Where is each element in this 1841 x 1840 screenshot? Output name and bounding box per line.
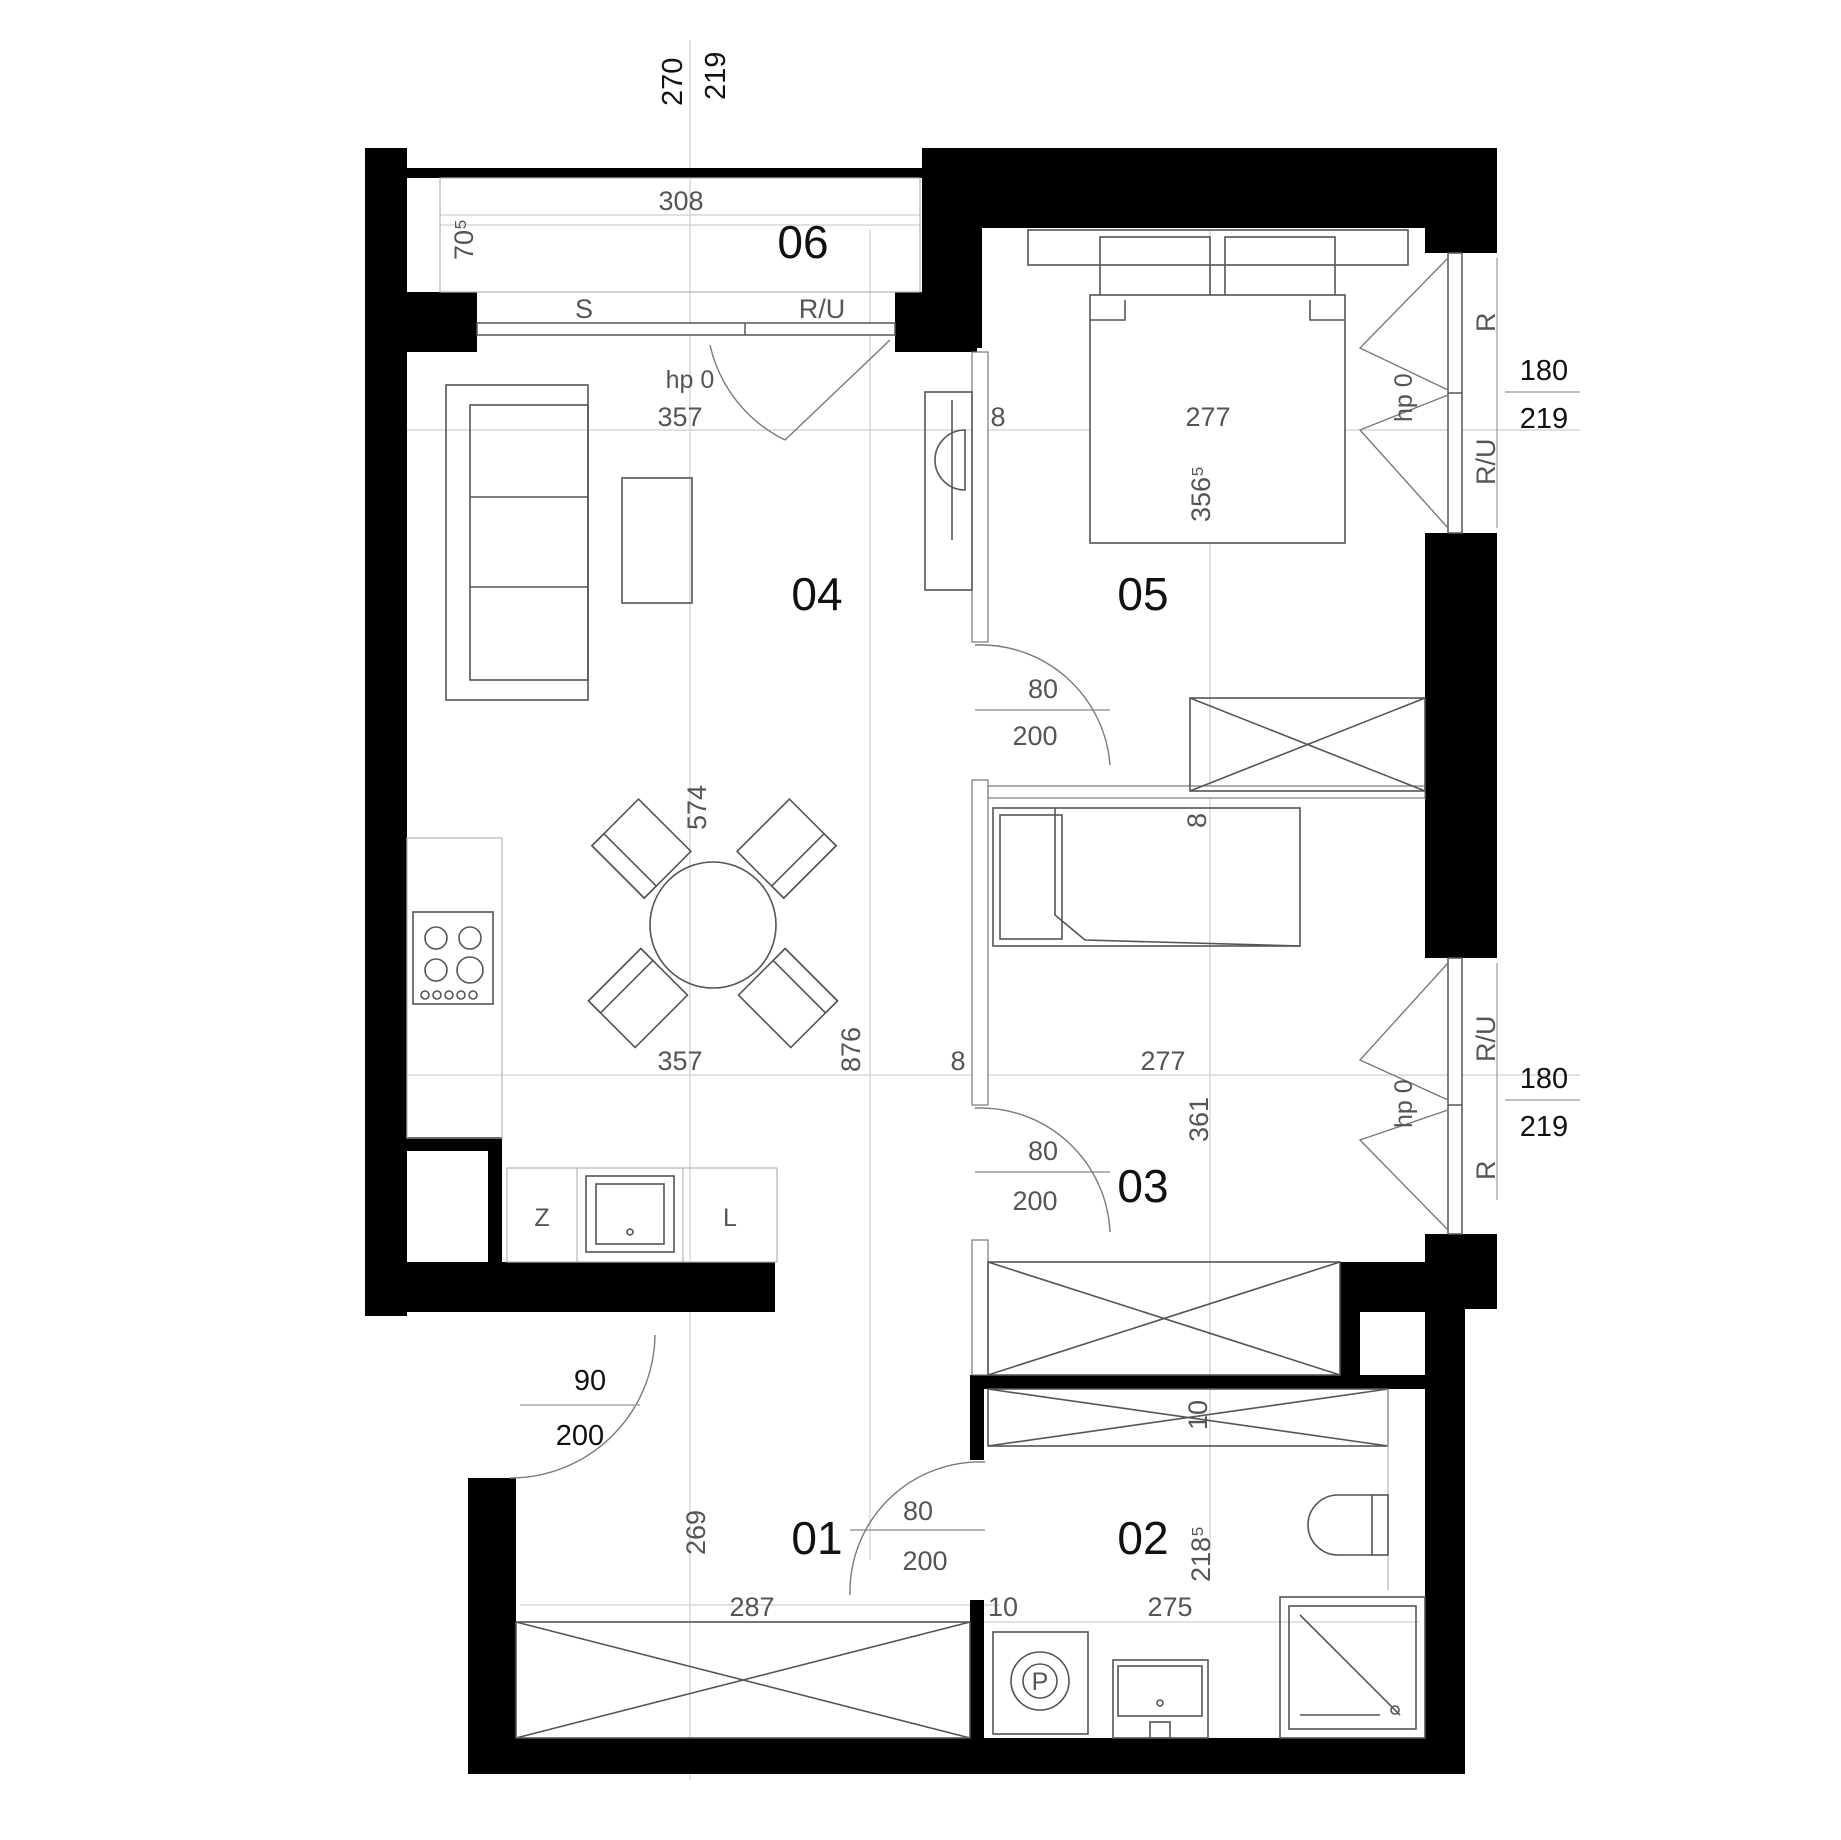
wall-right-bottom [1425,1309,1465,1774]
dim-wall-10-bottom: 10 [988,1592,1018,1622]
partitions [971,351,1426,1376]
room03-window [1447,957,1463,1235]
kitchen-cabinets [506,1167,778,1263]
label-kitchen-L: L [723,1204,737,1232]
dim-entry-200: 200 [556,1420,604,1452]
double-bed [1027,229,1409,544]
dim-door-80-c: 80 [903,1496,933,1526]
kitchen-sink [585,1175,675,1253]
dim-entry-90: 90 [574,1365,606,1397]
wall-kitchen-bottom [365,1262,775,1312]
label-window-R-bottom: R [1471,1161,1501,1181]
dim-living-574: 574 [682,785,712,830]
dim-living-876: 876 [836,1027,866,1072]
dim-window-180-top: 180 [1520,355,1568,387]
dim-top-270: 270 [657,58,689,106]
labels: 06 04 05 03 01 02 270 219 308 70⁵ S R/U … [449,52,1580,1696]
doors [509,257,1449,1596]
windows [476,252,1498,1235]
sofa [445,384,589,701]
dim-room03-277: 277 [1140,1046,1185,1076]
label-window-R-top: R [1471,313,1501,333]
entry-wardrobe [515,1621,971,1739]
room-label-02: 02 [1117,1512,1168,1564]
label-balcony-S: S [575,294,593,324]
room-label-04: 04 [791,568,842,620]
dim-hall-269: 269 [681,1510,711,1555]
dim-wall-8-top: 8 [990,402,1005,432]
desk [924,391,973,591]
label-hp0-top: hp 0 [666,366,715,394]
dim-bed-3565: 356⁵ [1186,466,1216,522]
washing-machine [992,1631,1089,1735]
dim-bed-277-top: 277 [1185,402,1230,432]
washbasin [1112,1659,1209,1739]
wall-right-low [1425,1234,1497,1309]
balcony-window [476,322,896,336]
label-hp0-right-bottom: hp 0 [1390,1079,1418,1128]
single-bed [992,807,1301,947]
dining-chairs [587,797,839,1049]
dim-window-180-bottom: 180 [1520,1063,1568,1095]
wall-right-step-b [1340,1262,1360,1377]
dim-door-200-a: 200 [1012,721,1057,751]
dim-bath-275: 275 [1147,1592,1192,1622]
wall-top-right [922,148,1497,228]
wardrobe-bedroom [1189,697,1426,792]
room-label-01: 01 [791,1512,842,1564]
balcony-post-left-b [365,292,475,352]
dim-door-200-c: 200 [902,1546,947,1576]
label-kitchen-Z: Z [534,1204,549,1232]
room-label-05: 05 [1117,568,1168,620]
wall-top-center-low [895,292,977,352]
dim-hall-287: 287 [729,1592,774,1622]
dim-wall-10-mid: 10 [1183,1400,1213,1430]
label-window-RU-bottom: R/U [1471,1016,1501,1063]
dim-wall-8-bottom: 8 [950,1046,965,1076]
wall-bottom [468,1738,1465,1774]
toilet [1307,1494,1389,1556]
cooktop [412,911,494,1005]
label-hp0-right-top: hp 0 [1390,373,1418,422]
wall-right-mid [1425,533,1497,958]
kitchen-counter [406,837,503,1139]
wall-bath-left-bottom [970,1600,984,1738]
wall-bath-left-top [970,1375,984,1460]
dim-living-357-top: 357 [657,402,702,432]
dim-living-357-bottom: 357 [657,1046,702,1076]
wall-kitchen-side [488,1137,502,1262]
dim-balcony-308: 308 [658,186,703,216]
dim-top-219: 219 [700,52,732,100]
balcony-rail [407,168,922,178]
wall-entry-left [468,1478,516,1774]
shower [1279,1596,1426,1739]
wall-right-top [1425,148,1497,253]
room-label-06: 06 [777,216,828,268]
dim-window-219-bottom: 219 [1520,1111,1568,1143]
coffee-table [621,477,693,604]
dim-bath-2185: 218⁵ [1186,1526,1216,1582]
walls [365,148,1497,1774]
wall-kitchen-niche [407,1137,502,1151]
dim-balcony-70: 70⁵ [449,219,479,260]
wardrobe-room03 [987,1261,1341,1376]
dim-room03-361: 361 [1184,1097,1214,1142]
dim-window-219-top: 219 [1520,403,1568,435]
dim-door-200-b: 200 [1012,1186,1057,1216]
furniture [406,177,1426,1739]
wall-bath-top [970,1375,1425,1389]
dim-door-80-b: 80 [1028,1136,1058,1166]
dining-table [649,861,777,989]
label-balcony-RU: R/U [799,294,846,324]
room-label-03: 03 [1117,1160,1168,1212]
balcony-floor [439,177,921,293]
dim-wall-8-mid: 8 [1182,813,1212,828]
label-washer-P: P [1032,1668,1049,1696]
label-window-RU-top: R/U [1471,439,1501,486]
dim-door-80-a: 80 [1028,674,1058,704]
